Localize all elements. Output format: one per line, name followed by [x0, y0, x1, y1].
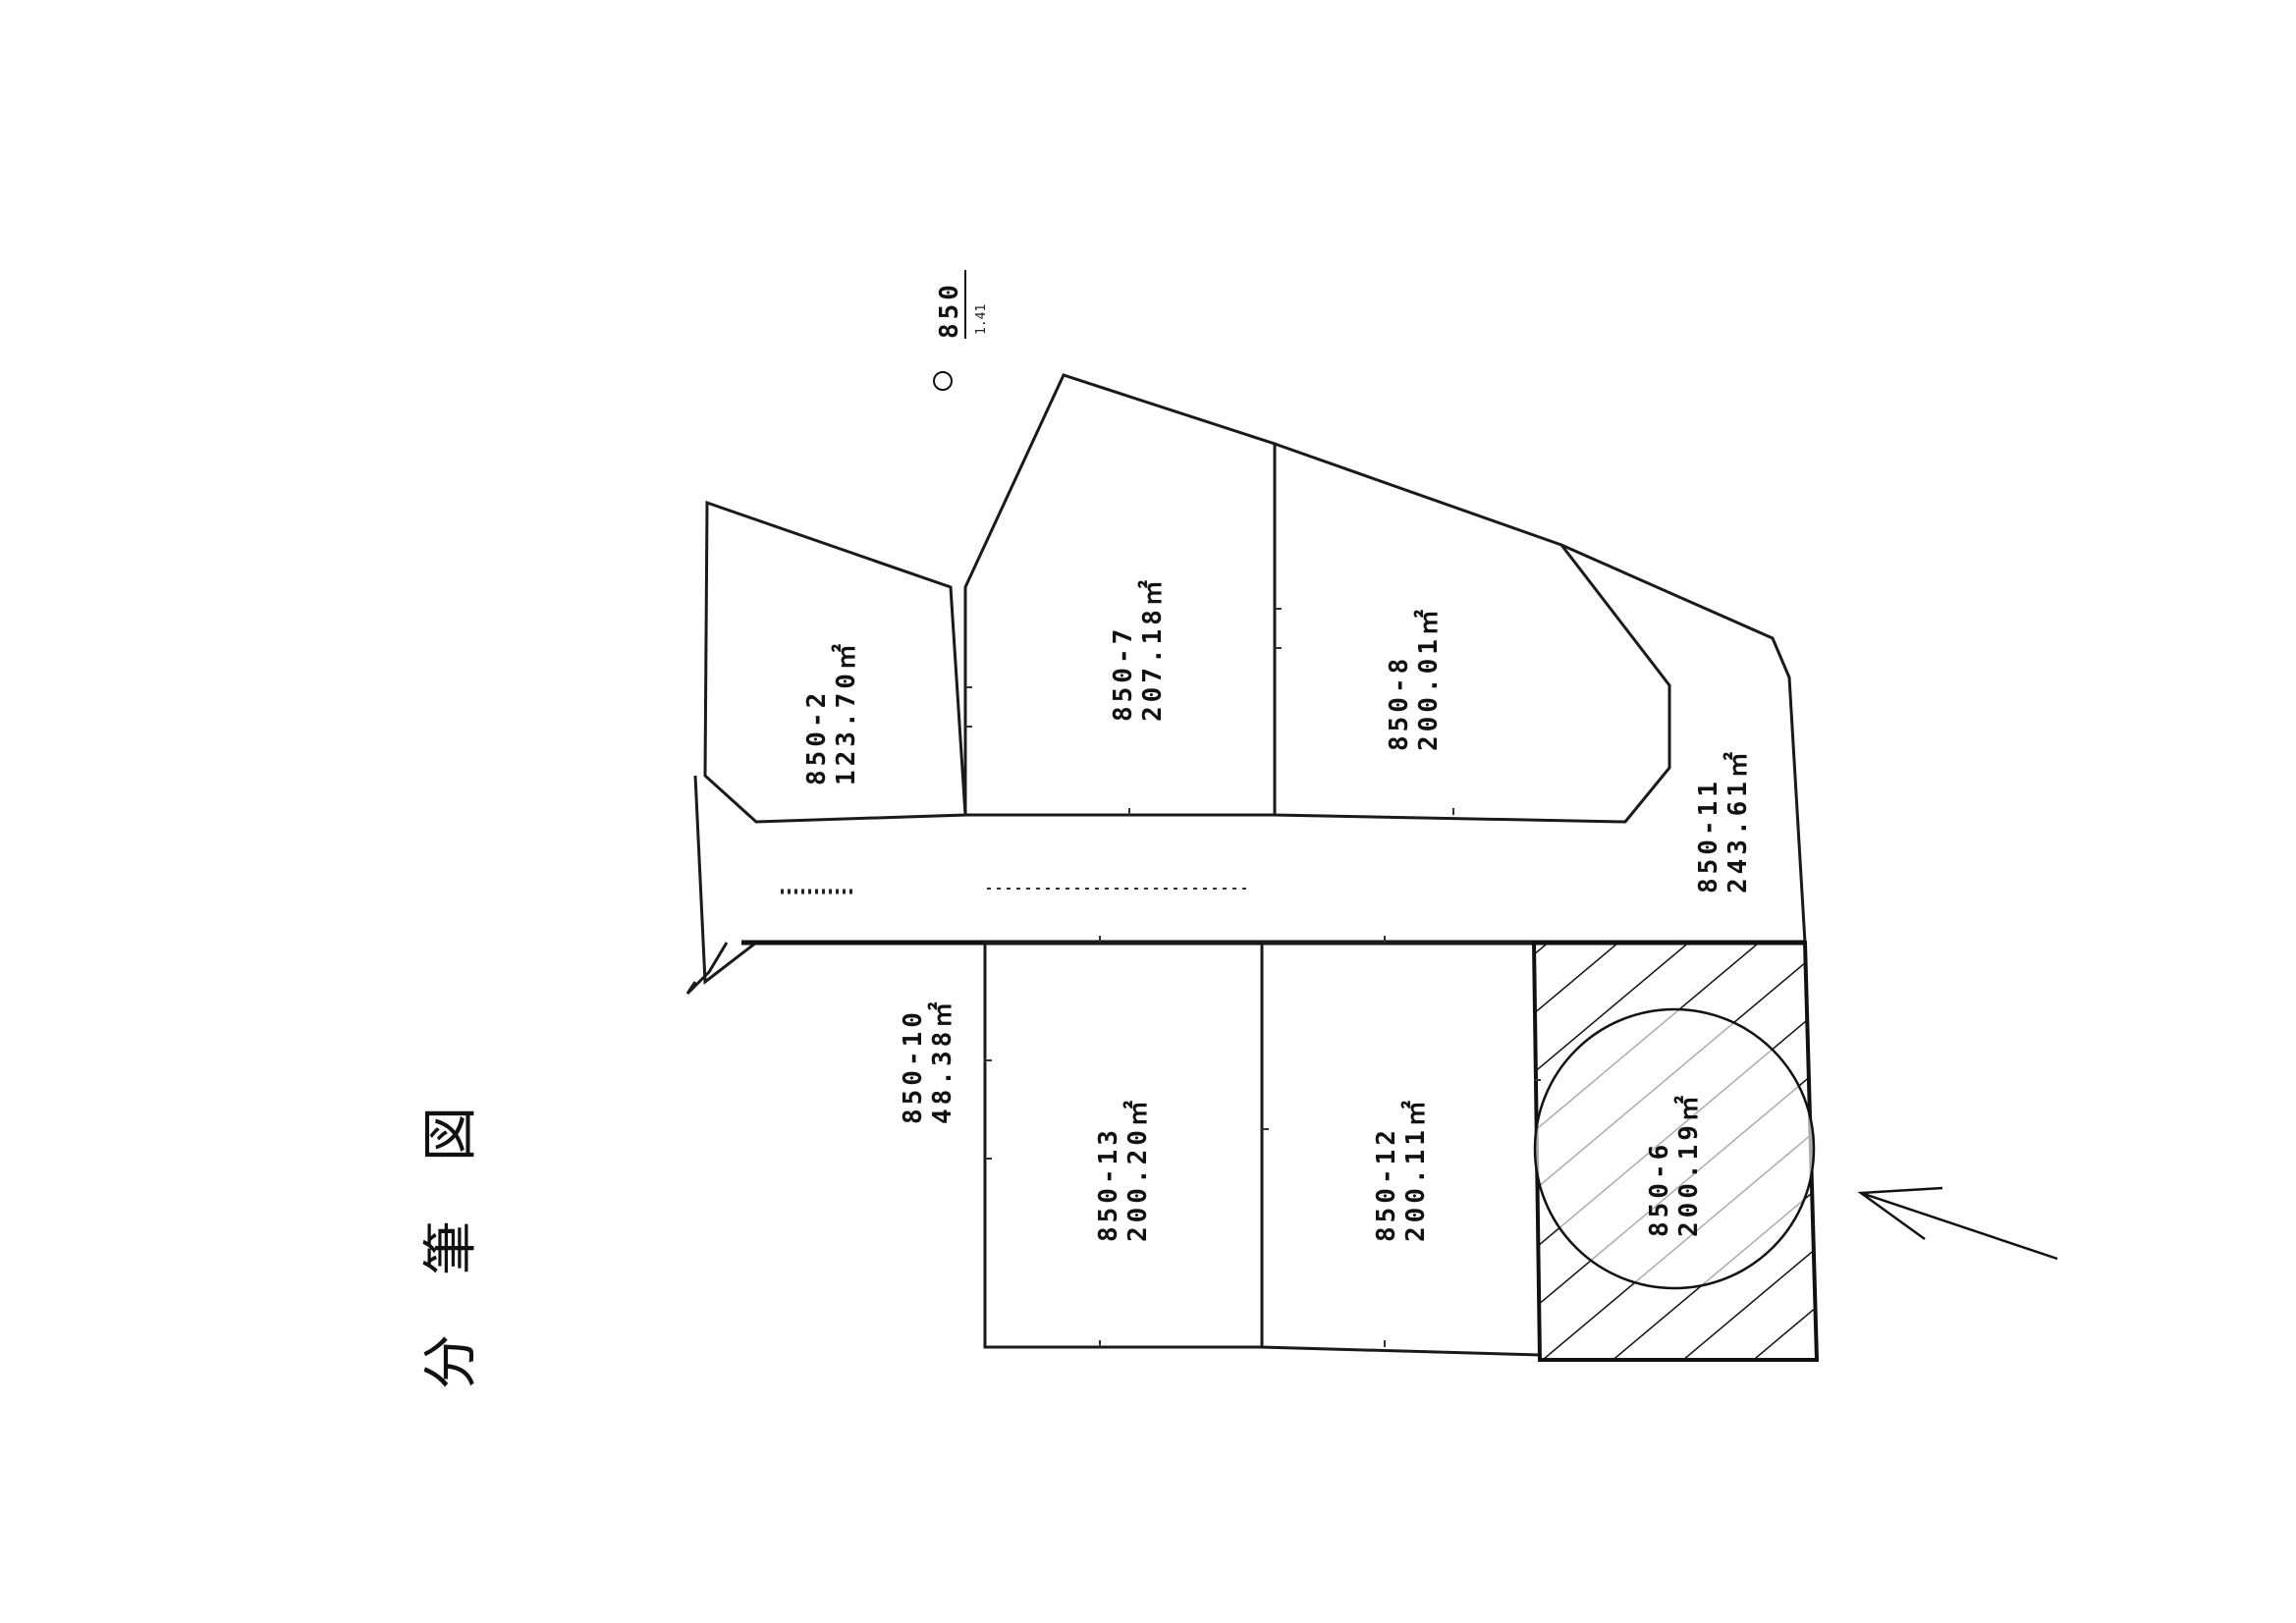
lot-850-6-number: 850-6 — [1645, 1141, 1674, 1237]
lot-850-2-boundary — [703, 500, 967, 824]
lot-label-850-13: 850-13 200.20㎡ — [1094, 1097, 1153, 1242]
lot-label-850-11: 850-11 243.61㎡ — [1694, 748, 1753, 893]
lot-850-10-boundary — [685, 942, 729, 996]
lot-850-2-number: 850-2 — [802, 689, 832, 785]
survey-tick-marks — [965, 608, 1541, 1347]
lot-850-10-area: 48.38㎡ — [927, 999, 957, 1124]
lot-850-10-number: 850-10 — [899, 1008, 928, 1124]
lot-850-8-number: 850-8 — [1385, 655, 1414, 751]
pointer-arrow-icon — [1857, 1186, 2058, 1261]
lot-850-6-highlight — [1531, 941, 1820, 1362]
lot-850-13-area: 200.20㎡ — [1122, 1097, 1153, 1242]
highlight-circle — [1533, 1007, 1816, 1290]
lot-850-8-boundary — [1273, 441, 1671, 824]
adjacent-lot-circle — [933, 371, 953, 391]
lot-850-13-number: 850-13 — [1094, 1126, 1123, 1242]
adjacent-lot-number: 850 — [935, 281, 964, 339]
lot-850-7-area: 207.18㎡ — [1137, 576, 1168, 722]
adjacent-lot-sub: 1.41 — [974, 304, 989, 335]
lot-label-850-10: 850-10 48.38㎡ — [899, 999, 957, 1124]
lot-label-850-8: 850-8 200.01㎡ — [1385, 606, 1444, 751]
lot-850-11-boundary — [693, 543, 1807, 985]
lot-850-12-area: 200.11㎡ — [1400, 1097, 1431, 1242]
lot-850-12-number: 850-12 — [1372, 1126, 1401, 1242]
lot-850-2-area: 123.70㎡ — [831, 640, 861, 785]
lot-850-8-area: 200.01㎡ — [1413, 606, 1444, 751]
adjacent-lot-label: 850 1.41 — [935, 270, 989, 339]
lot-850-11-number: 850-11 — [1694, 778, 1723, 893]
lot-850-6-area: 200.19㎡ — [1673, 1092, 1704, 1237]
lot-label-850-2: 850-2 123.70㎡ — [802, 640, 861, 785]
lot-label-850-7: 850-7 207.18㎡ — [1109, 576, 1168, 722]
lot-label-850-12: 850-12 200.11㎡ — [1372, 1097, 1431, 1242]
lot-850-7-boundary — [963, 373, 1277, 817]
lot-850-11-area: 243.61㎡ — [1722, 748, 1753, 893]
drawing-title: 分筆図 — [419, 1048, 483, 1389]
lot-850-7-number: 850-7 — [1109, 625, 1138, 722]
lot-label-850-6: 850-6 200.19㎡ — [1645, 1092, 1704, 1237]
